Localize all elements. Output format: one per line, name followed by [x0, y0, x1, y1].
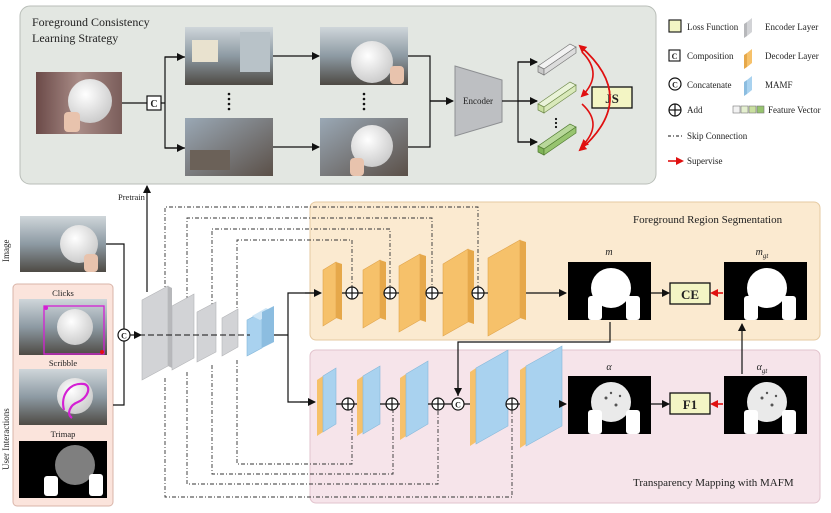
- legend-skip-connection: Skip Connection: [687, 131, 748, 141]
- vertical-ellipsis-right: [362, 92, 366, 111]
- encoder-layer-icon: [744, 18, 752, 38]
- matting-ground-truth-alpha: [724, 376, 807, 434]
- background-train-image: [185, 27, 273, 85]
- svg-text:C: C: [455, 401, 461, 410]
- image-input: [20, 216, 106, 272]
- f1-loss-box: F1: [669, 392, 711, 415]
- svg-text:C: C: [672, 52, 678, 61]
- encoder-block: Encoder: [454, 65, 503, 137]
- legend: Loss Function C Composition C Concatenat…: [668, 18, 821, 166]
- seg-gt-label: mgt: [756, 247, 770, 260]
- source-image: [36, 72, 122, 134]
- svg-text:JS: JS: [605, 91, 619, 106]
- composition-node: C: [146, 95, 162, 111]
- legend-encoder-layer: Encoder Layer: [765, 22, 818, 32]
- legend-concatenate: Concatenate: [687, 80, 731, 90]
- legend-composition: Composition: [687, 51, 734, 61]
- composited-train-image: [320, 27, 408, 85]
- matting-title: Transparency Mapping with MAFM: [633, 477, 794, 489]
- legend-add: Add: [687, 105, 703, 115]
- ce-loss-box: CE: [669, 282, 711, 305]
- segmentation-ground-truth-mask: [724, 262, 807, 320]
- feature-vector-3: [537, 123, 577, 156]
- pretrain-label: Pretrain: [118, 192, 146, 202]
- mat-gt-label: αgt: [757, 362, 769, 375]
- clicks-label: Clicks: [52, 288, 74, 298]
- svg-text:CE: CE: [681, 287, 699, 302]
- legend-mamf: MAMF: [765, 80, 793, 90]
- panel-title-line2: Learning Strategy: [32, 31, 118, 45]
- svg-text:F1: F1: [683, 397, 697, 412]
- segmentation-title: Foreground Region Segmentation: [633, 214, 783, 226]
- encoder-stack: [130, 285, 274, 381]
- legend-loss-function: Loss Function: [687, 22, 739, 32]
- matting-decoder: [317, 345, 563, 448]
- encoder-label: Encoder: [463, 96, 493, 106]
- segmentation-decoder: [322, 239, 526, 337]
- matting-prediction-alpha: [568, 376, 651, 434]
- legend-feature-vector: Feature Vector: [768, 105, 821, 115]
- svg-text:C: C: [672, 81, 678, 90]
- background-room-image: [185, 118, 273, 176]
- input-concat-node: C: [117, 328, 131, 342]
- vertical-ellipsis-left: [227, 92, 231, 111]
- panel-title-line1: Foreground Consistency: [32, 15, 150, 29]
- matting-concat-node: C: [451, 397, 465, 411]
- user-interactions-label: User Interactions: [1, 408, 11, 470]
- js-loss-box: JS: [591, 86, 633, 109]
- user-interactions-box: Clicks Scribble Trimap: [12, 283, 114, 507]
- segmentation-panel: Foreground Region Segmentation: [309, 201, 821, 341]
- seg-pred-label: m: [605, 247, 612, 258]
- segmentation-add-nodes: [342, 286, 488, 300]
- legend-supervise: Supervise: [687, 156, 723, 166]
- scribble-label: Scribble: [49, 358, 78, 368]
- mat-pred-label: α: [606, 362, 612, 373]
- feature-vector-1: [537, 43, 577, 76]
- trimap-label: Trimap: [51, 429, 76, 439]
- image-label: Image: [1, 240, 11, 263]
- composited-room-image: [320, 118, 408, 176]
- feature-vector-2: [537, 81, 577, 114]
- mamf-icon: [744, 76, 752, 96]
- svg-text:C: C: [150, 99, 157, 110]
- legend-decoder-layer: Decoder Layer: [765, 51, 819, 61]
- decoder-layer-icon: [744, 49, 752, 69]
- matting-panel: Transparency Mapping with MAFM: [309, 349, 821, 504]
- feature-vector-icon: [732, 105, 765, 114]
- foreground-consistency-panel: Foreground Consistency Learning Strategy…: [19, 5, 657, 185]
- skip-connections: [164, 206, 513, 498]
- matting-merge-nodes: [336, 397, 520, 411]
- feature-ellipsis: [554, 117, 558, 129]
- svg-text:C: C: [121, 332, 127, 341]
- segmentation-prediction-mask: [568, 262, 651, 320]
- add-icon: [668, 103, 682, 117]
- supervise-arcs: [578, 44, 611, 152]
